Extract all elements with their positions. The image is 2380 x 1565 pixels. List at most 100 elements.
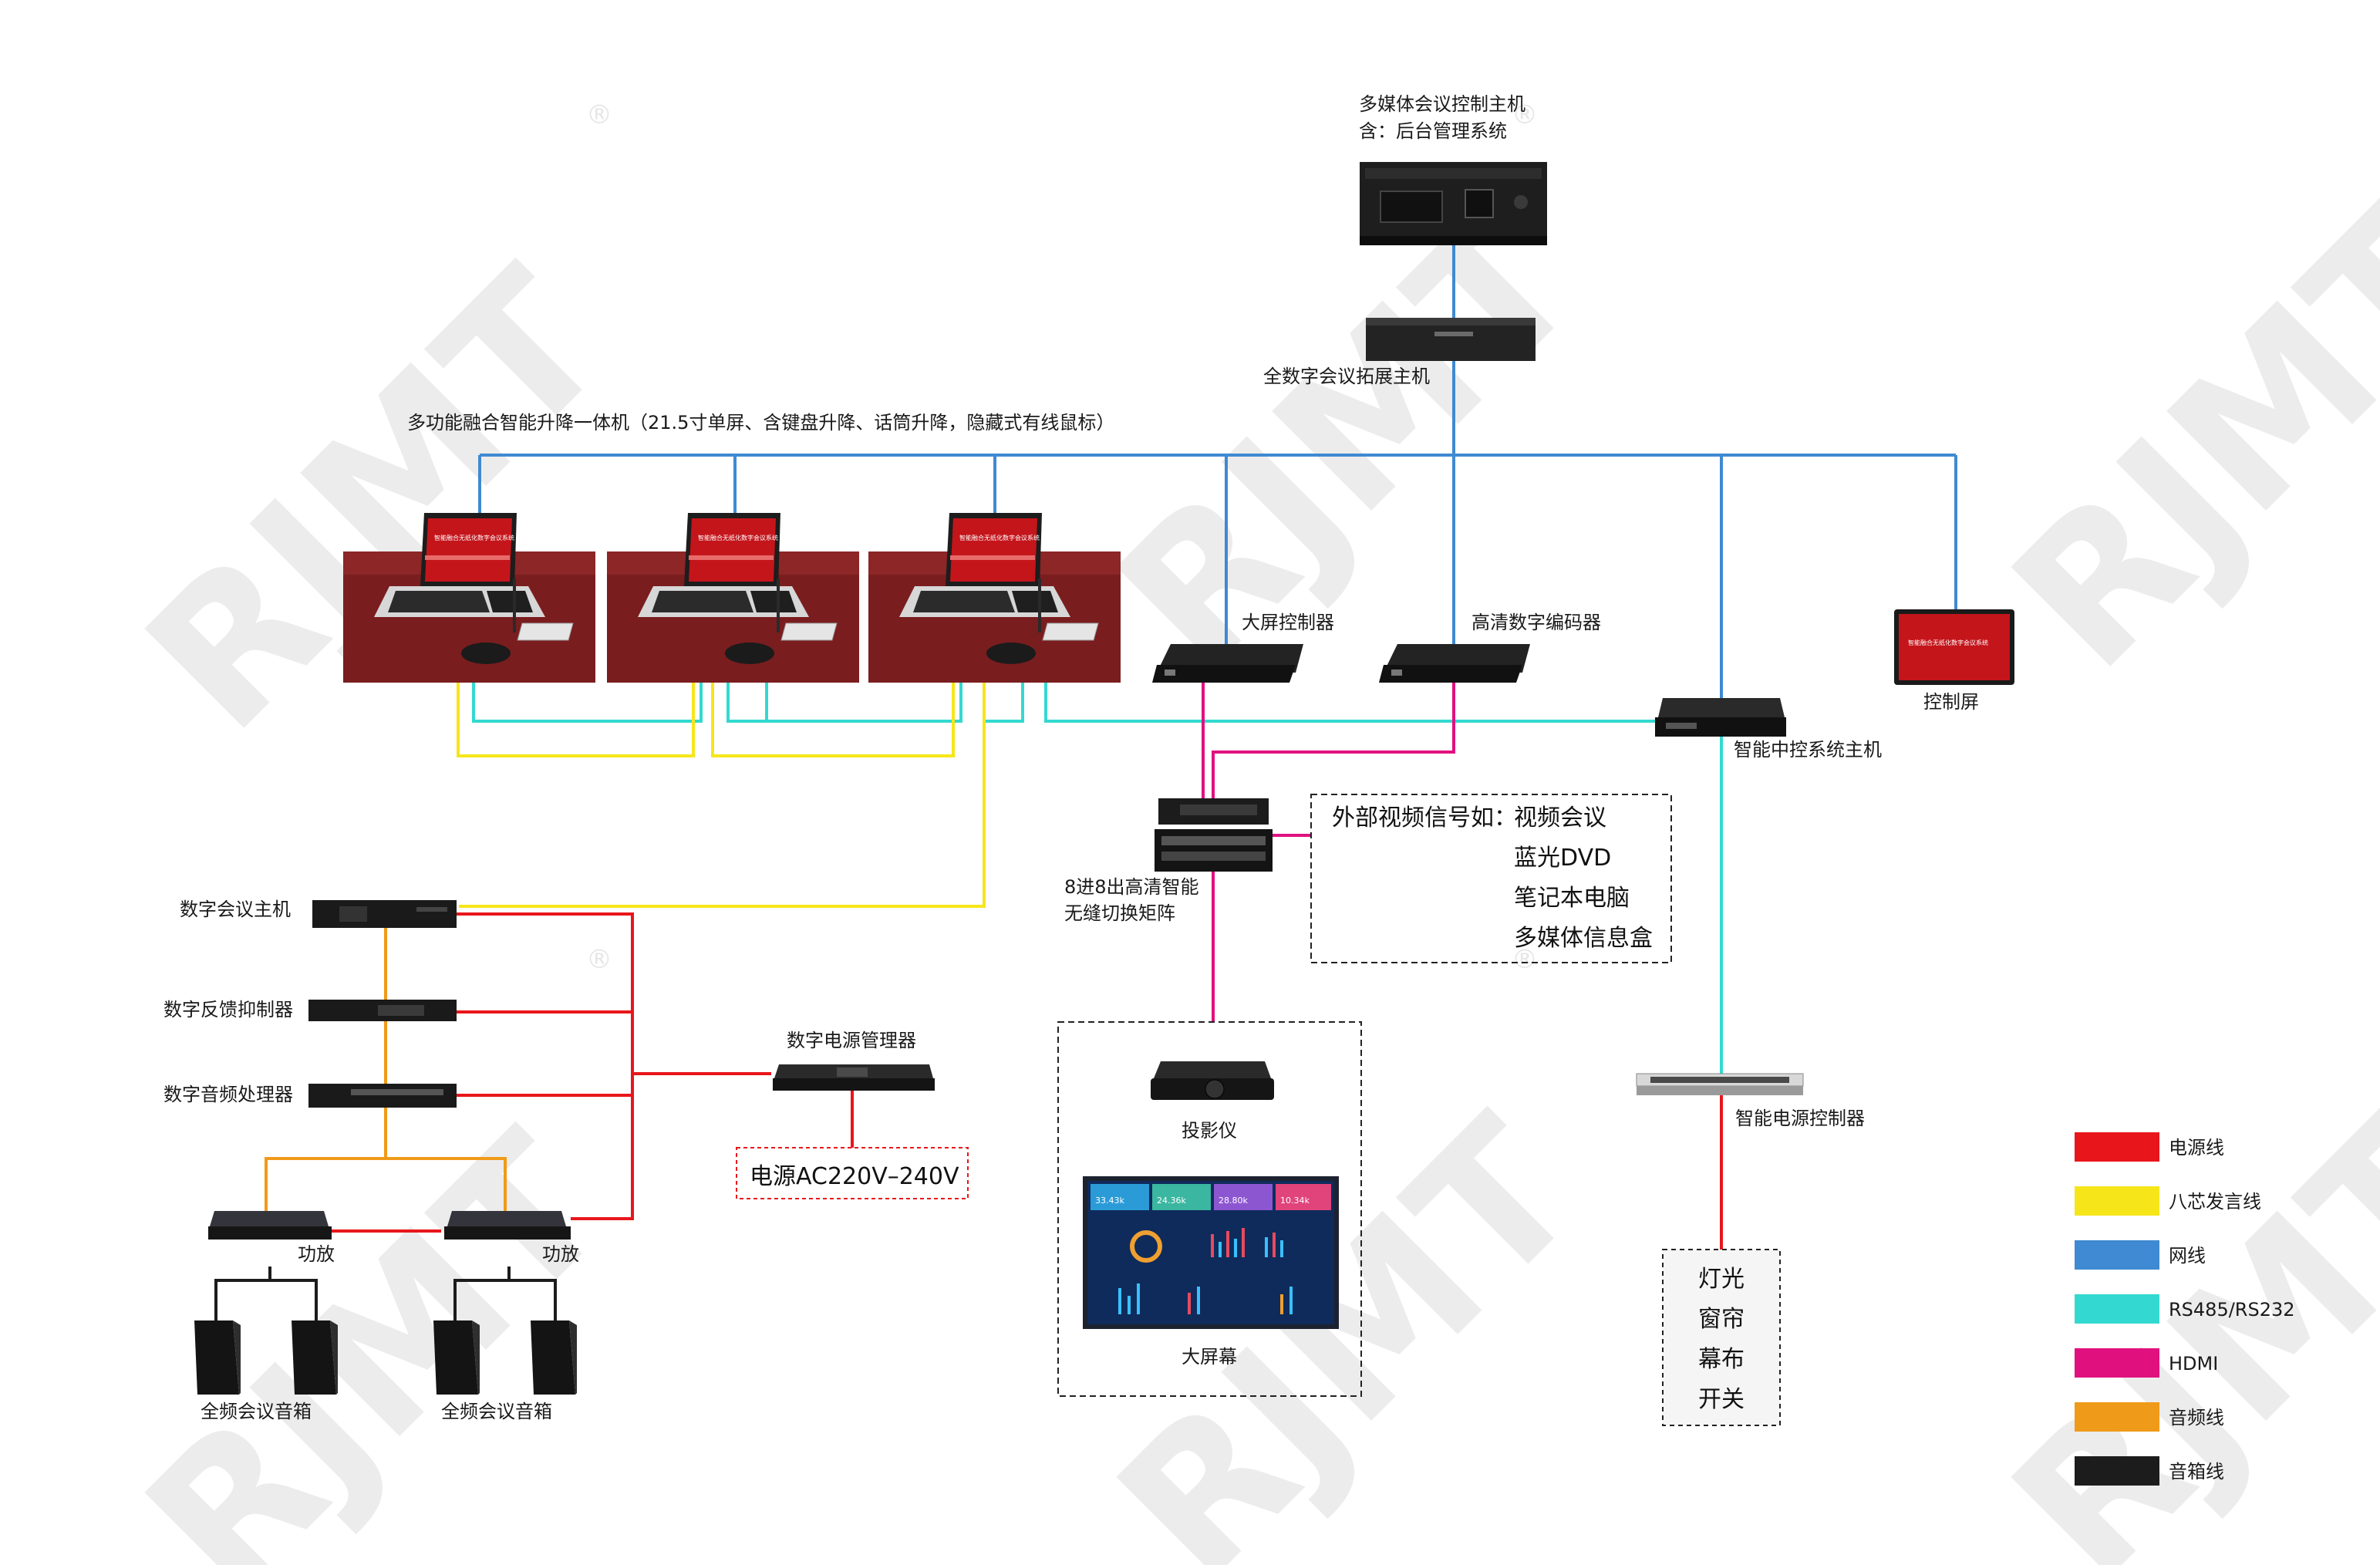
audio-processor-label: 数字音频处理器 [163,1084,293,1105]
feedback-suppressor-device [308,1000,457,1021]
speaker-line [453,1267,511,1320]
legend-label-network: 网线 [2169,1245,2206,1267]
kpi-value: 33.43k [1095,1196,1124,1206]
hdmi-line [1212,679,1455,798]
encoder-label: 高清数字编码器 [1471,612,1601,633]
legend-label-power: 电源线 [2169,1137,2224,1159]
legend-label-rs485: RS485/RS232 [2169,1299,2295,1320]
eight-core-line [459,683,986,908]
external-video-title: 外部视频信号如： [1332,804,1517,831]
external-video-item: 多媒体信息盒 [1514,925,1653,952]
external-video-item: 笔记本电脑 [1514,885,1630,912]
speaker-device [433,1320,480,1395]
projector-device [1151,1061,1274,1100]
lift-terminal: 智能融合无纸化数字会议系统 [343,513,595,683]
kpi-value: 10.34k [1280,1196,1310,1206]
display-group-box [1057,1021,1362,1397]
load-item: 灯光 [1698,1266,1745,1293]
legend-label-audio: 音频线 [2169,1407,2224,1428]
speaker-line [509,1279,557,1320]
eight-core-line [711,683,955,757]
watermark-registered: ® [1512,99,1538,130]
amplifier-device [208,1211,332,1240]
rs485-line [767,683,962,723]
external-video-item: 视频会议 [1514,804,1606,831]
load-item: 幕布 [1698,1346,1745,1373]
eight-core-lines [457,683,986,908]
mains-supply-box: 电源AC220V–240V [736,1147,969,1199]
control-screen-title: 智能融合无纸化数字会议系统 [1908,639,1988,646]
amplifier-label: 功放 [542,1243,579,1265]
rs485-line [983,683,1024,723]
lift-terminal: 智能融合无纸化数字会议系统 [868,513,1121,683]
load-item: 开关 [1698,1386,1745,1413]
speaker-device [292,1320,338,1395]
external-video-box: 外部视频信号如： 视频会议 蓝光DVD 笔记本电脑 多媒体信息盒 [1310,794,1672,963]
feedback-suppressor-label: 数字反馈抑制器 [163,999,293,1020]
legend-swatch-eight-core [2075,1186,2159,1216]
lift-terminal: 智能融合无纸化数字会议系统 [607,513,859,683]
central-controller-label: 智能中控系统主机 [1734,739,1882,761]
big-screen-label: 大屏幕 [1182,1346,1237,1368]
legend-swatch-audio [2075,1402,2159,1432]
external-video-item: 蓝光DVD [1514,845,1611,872]
encoder-device [1379,644,1530,683]
screen-controller-device [1152,644,1303,683]
legend-swatch-hdmi [2075,1348,2159,1378]
watermark-registered: ® [1512,944,1538,975]
legend-swatch-network [2075,1240,2159,1270]
projector-label: 投影仪 [1182,1120,1237,1142]
smart-power-controller-label: 智能电源控制器 [1735,1108,1865,1129]
terminal-screen-title: 智能融合无纸化数字会议系统 [698,534,778,541]
rs485-line [472,683,703,723]
hdmi-lines [1202,679,1455,1022]
watermark-text: RJMT [105,230,648,773]
power-line [457,912,634,1220]
amplifier-label: 功放 [298,1243,335,1265]
expander-label: 全数字会议拓展主机 [1263,366,1430,387]
rs485-line [1044,683,1658,723]
legend: 电源线 八芯发言线 网线 RS485/RS232 HDMI 音频线 音箱线 [2075,1132,2295,1486]
network-lines [478,245,1957,698]
lift-unit-label: 多功能融合智能升降一体机（21.5寸单屏、含键盘升降、话筒升降，隐藏式有线鼠标） [407,412,1114,433]
legend-swatch-power [2075,1132,2159,1162]
loads-box: 灯光 窗帘 幕布 开关 [1662,1249,1781,1426]
legend-swatch-speaker [2075,1456,2159,1486]
eight-core-line [457,683,695,757]
legend-label-hdmi: HDMI [2169,1353,2218,1374]
expander-device [1366,318,1536,361]
speaker-label: 全频会议音箱 [441,1401,552,1422]
matrix-label: 8进8出高清智能 [1064,876,1199,898]
legend-swatch-rs485 [2075,1294,2159,1324]
watermark-registered: ® [586,944,612,975]
speaker-line [214,1267,271,1320]
matrix-device [1155,798,1273,872]
power-manager-device [773,1064,935,1091]
legend-label-eight-core: 八芯发言线 [2169,1191,2261,1213]
control-screen-device: 智能融合无纸化数字会议系统 [1894,609,2014,685]
speaker-device [531,1320,577,1395]
kpi-value: 24.36k [1157,1196,1186,1206]
terminal-screen-title: 智能融合无纸化数字会议系统 [959,534,1040,541]
big-screen-device: 33.43k 24.36k 28.80k 10.34k [1083,1176,1339,1329]
watermark-text: RJMT [1971,168,2380,711]
control-host-device [1360,162,1547,245]
audio-line [265,1157,507,1211]
speaker-device [194,1320,241,1395]
power-lines [332,912,1723,1250]
load-item: 窗帘 [1698,1306,1745,1333]
control-host-label: 多媒体会议控制主机 [1359,93,1525,115]
amplifier-device [444,1211,571,1240]
watermark-registered: ® [586,99,612,130]
central-controller-device [1655,698,1786,737]
audio-processor-device [308,1084,457,1108]
smart-power-controller-device [1636,1073,1804,1095]
audio-lines [265,928,507,1211]
speaker-lines [214,1267,557,1320]
rs485-line [726,683,768,723]
conference-host-device [312,900,457,928]
screen-controller-label: 大屏控制器 [1242,612,1334,633]
kpi-value: 28.80k [1219,1196,1248,1206]
power-manager-label: 数字电源管理器 [787,1030,916,1051]
speaker-line [270,1279,318,1320]
